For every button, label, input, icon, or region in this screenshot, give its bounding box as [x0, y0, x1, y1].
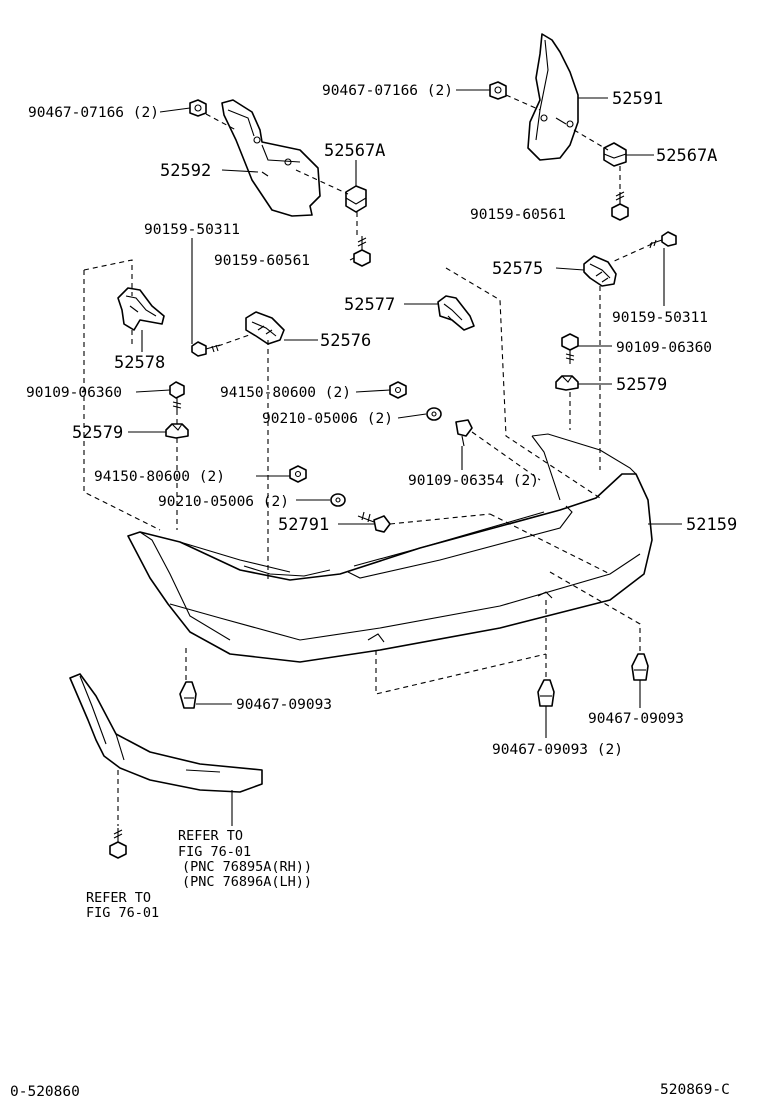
label-52159: 52159 — [686, 515, 737, 535]
bracket-52578 — [117, 287, 165, 331]
label-90467-09093-right: 90467-09093 — [588, 711, 684, 727]
clip-90467-09093-center — [537, 679, 555, 707]
bolt-90109-06354 — [455, 419, 473, 447]
clip-52579-left — [165, 423, 189, 439]
bracket-52577 — [437, 295, 475, 331]
label-90109-06360-left: 90109-06360 — [26, 385, 122, 401]
lower-spoiler — [69, 673, 263, 793]
refer-note-screw-line1: REFER TO — [86, 890, 151, 906]
figure-code: 0-520860 — [10, 1084, 80, 1100]
bracket-52575 — [583, 255, 617, 287]
screw-90159-60561-left — [353, 236, 371, 267]
label-90159-60561-left: 90159-60561 — [214, 253, 310, 269]
leader-lines — [128, 89, 682, 826]
label-52591: 52591 — [612, 89, 663, 109]
clip-90467-09093-right — [631, 653, 649, 681]
bracket-52576 — [245, 311, 285, 345]
label-90467-09093-left: 90467-09093 — [236, 697, 332, 713]
label-52592: 52592 — [160, 161, 211, 181]
screw-90159-50311-left — [191, 341, 221, 357]
label-90467-07166-right: 90467-07166 (2) — [322, 83, 453, 99]
label-90467-07166-left: 90467-07166 (2) — [28, 105, 159, 121]
nut-94150-80600-upper — [389, 381, 407, 399]
label-52579-right: 52579 — [616, 375, 667, 395]
mud-guard-left-52592 — [221, 99, 321, 217]
label-94150-80600-upper: 94150-80600 (2) — [220, 385, 351, 401]
label-52575: 52575 — [492, 259, 543, 279]
label-90109-06354: 90109-06354 (2) — [408, 473, 539, 489]
refer-note-spoiler-line4: (PNC 76896A(LH)) — [182, 874, 312, 890]
refer-note-spoiler: REFER TO FIG 76-01 (PNC 76895A(RH)) (PNC… — [178, 828, 312, 890]
bolt-90109-06360-left — [169, 381, 185, 410]
nut-52567A-left — [345, 185, 367, 213]
refer-note-spoiler-line2: FIG 76-01 — [178, 844, 251, 860]
label-94150-80600-lower: 94150-80600 (2) — [94, 469, 225, 485]
assembly-lines — [83, 259, 641, 826]
refer-note-screw: REFER TO FIG 76-01 — [86, 890, 159, 921]
washer-90210-05006-upper — [426, 407, 442, 421]
clip-nut-90467-07166-right — [489, 81, 507, 100]
label-90159-60561-right: 90159-60561 — [470, 207, 566, 223]
drawing-id: 520869-C — [660, 1082, 730, 1098]
bumper-cover-52159 — [127, 433, 653, 663]
label-90210-05006-upper: 90210-05006 (2) — [262, 411, 393, 427]
screw-90159-50311-right — [649, 231, 677, 249]
label-52578: 52578 — [114, 353, 165, 373]
label-90159-50311-right: 90159-50311 — [612, 310, 708, 326]
label-90467-09093-center: 90467-09093 (2) — [492, 742, 623, 758]
spoiler-screw — [109, 828, 127, 859]
mud-guard-right-52591 — [527, 33, 579, 161]
refer-note-screw-line2: FIG 76-01 — [86, 905, 159, 921]
label-90109-06360-right: 90109-06360 — [616, 340, 712, 356]
screw-52791 — [357, 511, 391, 533]
washer-90210-05006-lower — [330, 493, 346, 507]
refer-note-spoiler-line1: REFER TO — [178, 828, 243, 844]
label-90210-05006-lower: 90210-05006 (2) — [158, 494, 289, 510]
label-52579-left: 52579 — [72, 423, 123, 443]
label-52567A-left: 52567A — [324, 141, 385, 161]
label-52576: 52576 — [320, 331, 371, 351]
nut-52567A-right — [603, 142, 627, 167]
label-52577: 52577 — [344, 295, 395, 315]
nut-94150-80600-lower — [289, 465, 307, 483]
label-52567A-right: 52567A — [656, 146, 717, 166]
refer-note-spoiler-line3: (PNC 76895A(RH)) — [182, 859, 312, 875]
bolt-90109-06360-right — [561, 333, 579, 364]
label-90159-50311-left: 90159-50311 — [144, 222, 240, 238]
clip-nut-90467-07166-left — [189, 99, 207, 117]
clip-52579-right — [555, 375, 579, 391]
label-52791: 52791 — [278, 515, 329, 535]
clip-90467-09093-left — [179, 681, 197, 709]
